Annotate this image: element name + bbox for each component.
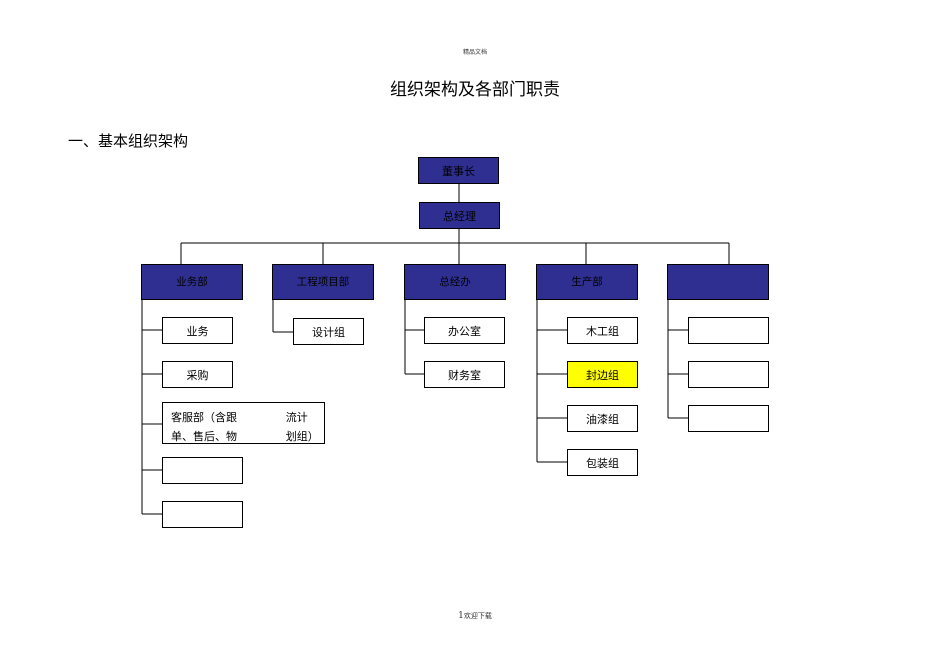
- dept-business: 业务部: [141, 264, 243, 300]
- node-painting-group: 油漆组: [567, 405, 638, 432]
- header-note: 精品文档: [462, 49, 487, 56]
- node-chairman: 董事长: [418, 157, 499, 184]
- dept-general-office: 总经办: [404, 264, 506, 300]
- footer-page-number: 1: [458, 611, 464, 621]
- node-unnamed-empty-1: [688, 317, 769, 344]
- node-purchasing: 采购: [162, 361, 233, 388]
- node-customer-service: 客服部（含跟单、售后、物 流计划组）: [162, 402, 325, 444]
- dept-unnamed: [667, 264, 769, 300]
- node-business-empty-2: [162, 501, 243, 528]
- node-finance-room: 财务室: [424, 361, 505, 388]
- node-unnamed-empty-2: [688, 361, 769, 388]
- node-office: 办公室: [424, 317, 505, 344]
- node-packaging-group: 包装组: [567, 449, 638, 476]
- node-design-group: 设计组: [293, 318, 364, 345]
- customer-service-line-1: 客服部（含跟单、售后、物: [171, 411, 237, 443]
- dept-production: 生产部: [536, 264, 638, 300]
- node-unnamed-empty-3: [688, 405, 769, 432]
- node-business: 业务: [162, 317, 233, 344]
- node-woodwork-group: 木工组: [567, 317, 638, 344]
- page-title: 组织架构及各部门职责: [390, 80, 560, 100]
- dept-engineering: 工程项目部: [272, 264, 374, 300]
- node-edge-banding-group: 封边组: [567, 361, 638, 388]
- footer: 1欢迎下载: [0, 611, 950, 621]
- customer-service-line-2: 流计划组）: [285, 411, 319, 443]
- node-general-manager: 总经理: [419, 202, 500, 229]
- footer-text: 欢迎下载: [463, 612, 492, 620]
- section-heading: 一、基本组织架构: [68, 132, 189, 150]
- node-business-empty-1: [162, 457, 243, 484]
